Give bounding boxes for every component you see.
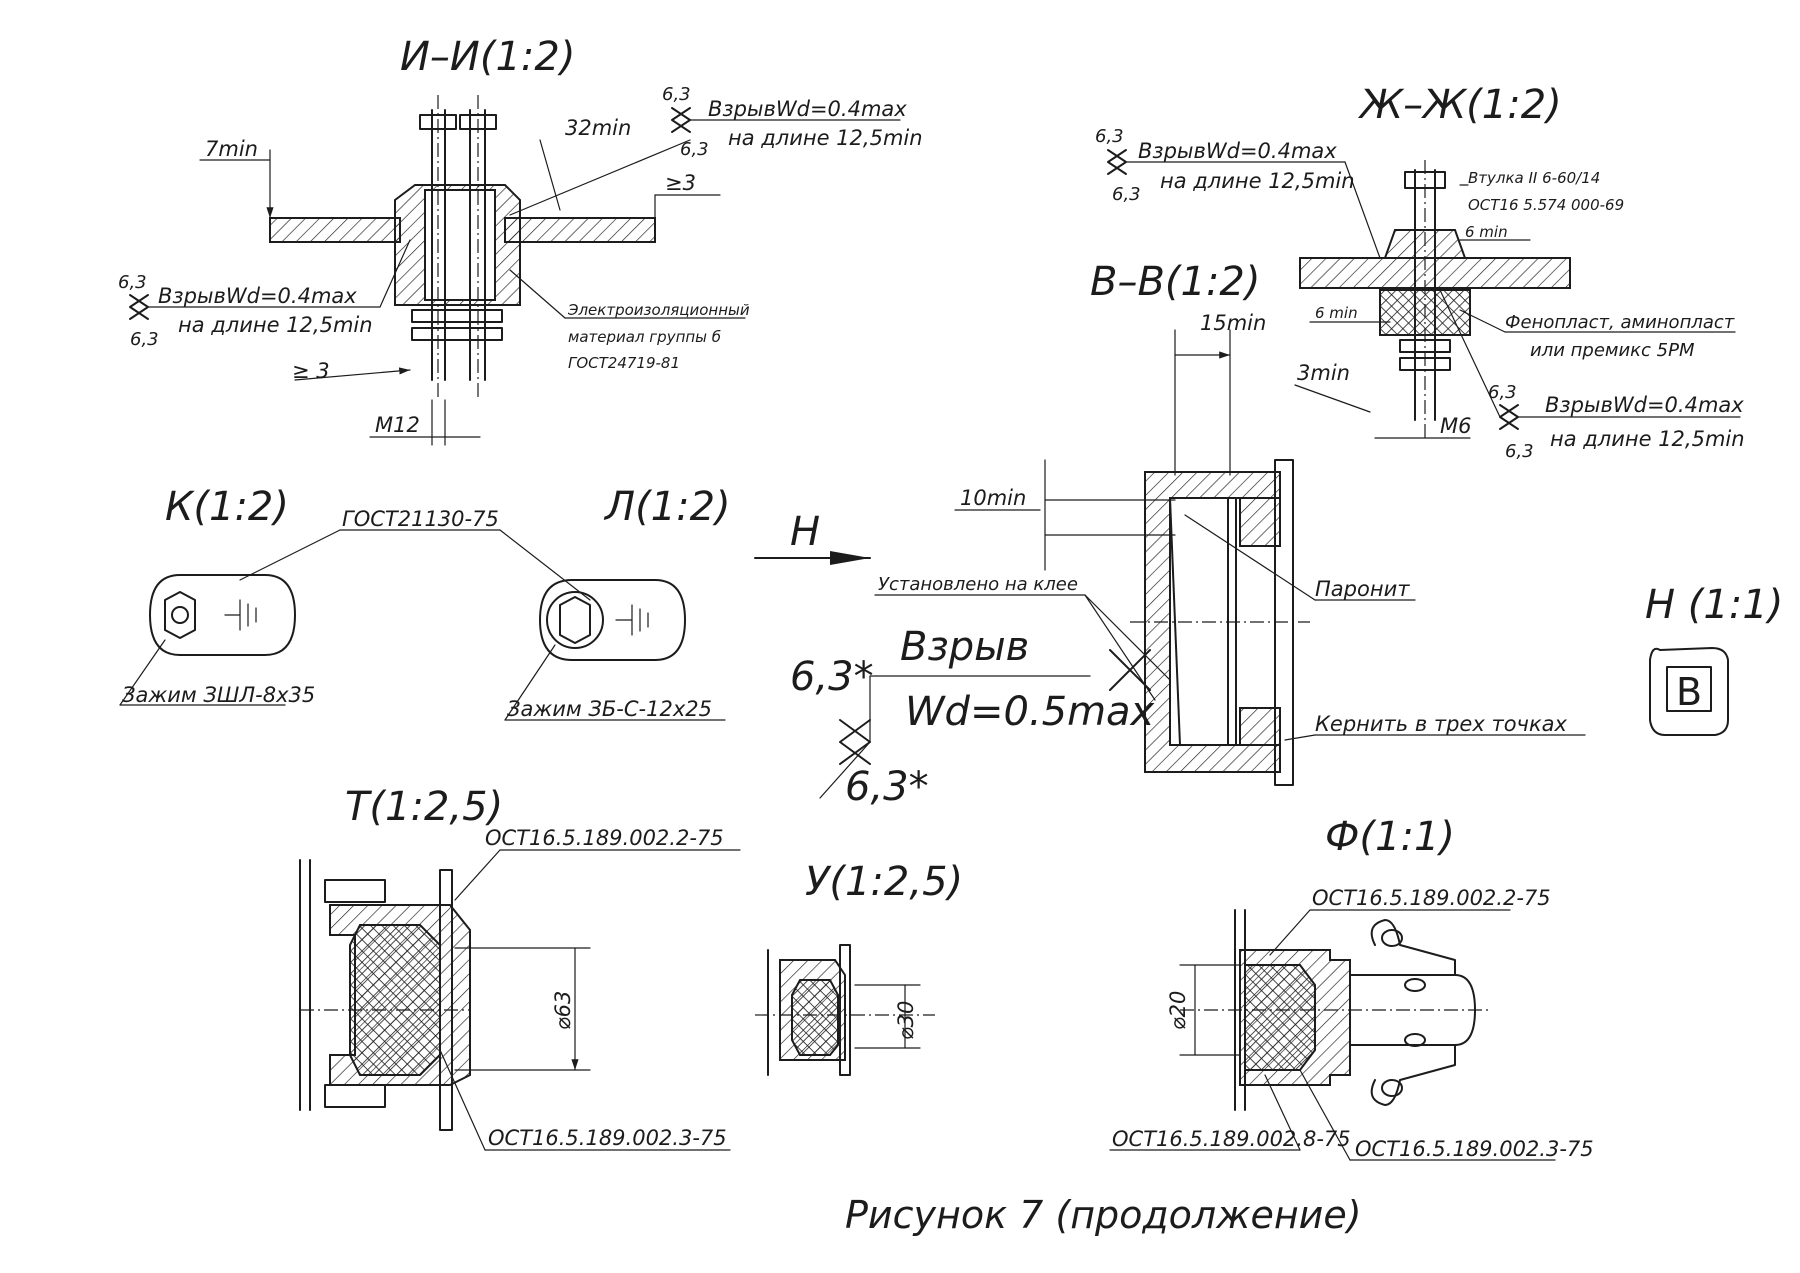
t-seal bbox=[349, 924, 441, 1076]
gost-label: ГОСТ21130-75 bbox=[342, 507, 499, 531]
section-zhzh: Ж–Ж(1:2) 6,3 6,3 ВзрывWd=0.4max на длине… bbox=[1095, 82, 1745, 462]
ii-dim-m12: М12 bbox=[375, 413, 420, 437]
view-t: Т(1:2,5) ⌀63 ОСТ16.5.189.002.2-75 ОСТ16.… bbox=[299, 784, 741, 1151]
view-h-arrow-label: Н bbox=[790, 509, 820, 555]
t-diameter: ⌀63 bbox=[551, 991, 575, 1030]
vv-dim-10min: 10min bbox=[960, 486, 1026, 510]
ii-weld-top-line2: на длине 12,5min bbox=[728, 126, 923, 150]
zhzh-weld-top-rough-top: 6,3 bbox=[1095, 126, 1124, 147]
weld-center-rough-bottom: 6,3* bbox=[845, 764, 929, 810]
zhzh-weld-top-line1: ВзрывWd=0.4max bbox=[1138, 139, 1337, 163]
zhzh-dim-m6: М6 bbox=[1440, 414, 1471, 438]
zhzh-dim-3min: 3min bbox=[1297, 361, 1350, 385]
zhzh-dim-6min-left: 6 min bbox=[1315, 304, 1358, 322]
vv-housing bbox=[1144, 471, 1281, 773]
weld-center-line1: Взрыв bbox=[900, 624, 1029, 670]
zhzh-material-line1: Фенопласт, аминопласт bbox=[1505, 312, 1735, 333]
view-u-title: У(1:2,5) bbox=[805, 859, 963, 905]
view-f: Ф(1:1) ⌀20 ОСТ16.5.189.002.2-75 ОСТ16.5.… bbox=[1109, 814, 1594, 1161]
zhzh-weld-top-rough-bottom: 6,3 bbox=[1112, 184, 1141, 205]
ii-dim-7min: 7min bbox=[205, 137, 258, 161]
zhzh-weld-bottom-line2: на длине 12,5min bbox=[1550, 427, 1745, 451]
f-ost-bottom-right: ОСТ16.5.189.002.3-75 bbox=[1355, 1137, 1594, 1161]
zhzh-bushing-line1: Втулка II 6-60/14 bbox=[1468, 169, 1600, 187]
ii-dim-32min: 32min bbox=[565, 116, 631, 140]
u-diameter: ⌀30 bbox=[894, 1001, 918, 1040]
view-l-title: Л(1:2) bbox=[603, 484, 731, 530]
vv-glued-label: Установлено на клее bbox=[878, 574, 1078, 595]
view-h-title: Н (1:1) bbox=[1645, 582, 1783, 628]
ii-plate-right bbox=[504, 217, 656, 243]
view-t-title: Т(1:2,5) bbox=[345, 784, 503, 830]
view-k-clamp: Зажим ЗШЛ-8х35 bbox=[122, 683, 315, 707]
weld-center-line2: Wd=0.5max bbox=[905, 689, 1155, 735]
ii-plate-left bbox=[269, 217, 401, 243]
ii-weld-left-line1: ВзрывWd=0.4max bbox=[158, 284, 357, 308]
ii-weld-top-rough-top: 6,3 bbox=[662, 84, 691, 105]
view-f-title: Ф(1:1) bbox=[1325, 814, 1455, 860]
zhzh-weld-bottom-line1: ВзрывWd=0.4max bbox=[1545, 393, 1744, 417]
ii-insulation-line1: Электроизоляционный bbox=[567, 301, 750, 319]
vv-dim-15min: 15min bbox=[1200, 311, 1266, 335]
section-vv: В–В(1:2) 15min 10min Установлено на клее… bbox=[874, 259, 1586, 786]
ii-dim-ge3-right: ≥3 bbox=[665, 171, 696, 195]
u-seal bbox=[791, 979, 839, 1056]
zhzh-weld-bottom-rough-top: 6,3 bbox=[1488, 382, 1517, 403]
t-ost-bottom: ОСТ16.5.189.002.3-75 bbox=[488, 1126, 727, 1150]
zhzh-bushing-line2: ОСТ16 5.574 000-69 bbox=[1468, 196, 1624, 214]
section-ii: И–И(1:2) 7min ≥3 32min ≥ 3 М12 bbox=[118, 34, 923, 446]
ii-weld-left-rough-bottom: 6,3 bbox=[130, 329, 159, 350]
l-clamp-body bbox=[539, 579, 686, 661]
view-k: К(1:2) ГОСТ21130-75 Зажим ЗШЛ-8х35 bbox=[119, 484, 501, 707]
vv-punch-label: Кернить в трех точках bbox=[1315, 712, 1568, 736]
figure-caption: Рисунок 7 (продолжение) bbox=[845, 1193, 1362, 1237]
view-l: Л(1:2) Зажим ЗБ-С-12х25 bbox=[499, 484, 731, 721]
ii-dim-ge3-bottom: ≥ 3 bbox=[292, 359, 330, 383]
section-zhzh-title: Ж–Ж(1:2) bbox=[1357, 82, 1562, 128]
k-clamp-body bbox=[149, 574, 296, 656]
view-h-arrow: Н bbox=[754, 509, 871, 565]
f-ost-top: ОСТ16.5.189.002.2-75 bbox=[1312, 886, 1551, 910]
section-ii-title: И–И(1:2) bbox=[400, 34, 575, 80]
ii-weld-top-line1: ВзрывWd=0.4max bbox=[708, 97, 907, 121]
view-h: Н (1:1) В bbox=[1645, 582, 1783, 736]
t-ost-top: ОСТ16.5.189.002.2-75 bbox=[485, 826, 724, 850]
weld-center: 6,3* 6,3* Взрыв Wd=0.5max bbox=[790, 624, 1155, 810]
f-ost-bottom-left: ОСТ16.5.189.002.8-75 bbox=[1112, 1127, 1351, 1151]
view-u: У(1:2,5) ⌀30 bbox=[755, 859, 963, 1076]
view-l-clamp: Зажим ЗБ-С-12х25 bbox=[507, 697, 712, 721]
ii-insulation-line2: материал группы б bbox=[568, 328, 721, 346]
zhzh-dim-6min-right: 6 min bbox=[1465, 223, 1508, 241]
view-h-mark: В bbox=[1676, 670, 1702, 714]
ii-weld-left-line2: на длине 12,5min bbox=[178, 313, 373, 337]
view-k-title: К(1:2) bbox=[165, 484, 289, 530]
view-h-mark-box bbox=[1649, 647, 1729, 736]
ii-weld-left-rough-top: 6,3 bbox=[118, 272, 147, 293]
f-diameter: ⌀20 bbox=[1166, 991, 1190, 1030]
zhzh-material-line2: или премикс 5РМ bbox=[1530, 340, 1695, 361]
ii-weld-top-rough-bottom: 6,3 bbox=[680, 139, 709, 160]
f-seal bbox=[1244, 964, 1316, 1071]
zhzh-weld-top-line2: на длине 12,5min bbox=[1160, 169, 1355, 193]
weld-center-rough-top: 6,3* bbox=[790, 654, 874, 700]
zhzh-weld-bottom-rough-bottom: 6,3 bbox=[1505, 441, 1534, 462]
section-vv-title: В–В(1:2) bbox=[1090, 259, 1260, 305]
vv-paronite-label: Паронит bbox=[1315, 577, 1410, 601]
ii-insulation-line3: ГОСТ24719-81 bbox=[568, 354, 680, 372]
